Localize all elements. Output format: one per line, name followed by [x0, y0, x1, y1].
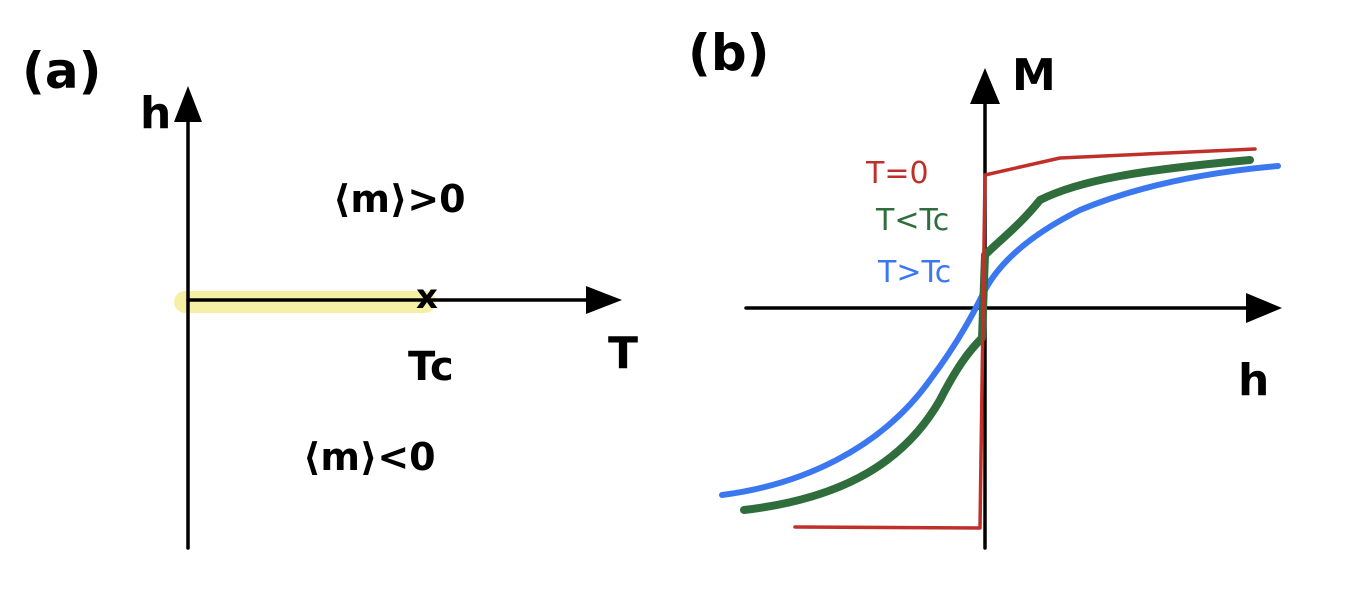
h-axis-b-arrow-icon — [1246, 293, 1282, 323]
panel-b-label: (b) — [688, 24, 770, 82]
t-axis-arrow-icon — [586, 286, 622, 314]
t-axis-label: T — [608, 328, 638, 379]
m-axis-label: M — [1012, 50, 1056, 101]
curve-t-above-tc — [719, 163, 1281, 498]
legend-label-t-below-tc: T<Tc — [875, 203, 949, 238]
legend-label-t-above-tc: T>Tc — [877, 255, 951, 290]
h-axis-label: h — [140, 88, 171, 139]
panel-a-label: (a) — [22, 42, 101, 100]
tc-label: Tc — [408, 344, 454, 390]
region-upper-label: ⟨m⟩>0 — [333, 177, 466, 221]
m-axis-arrow-icon — [970, 68, 1000, 104]
h-axis-arrow-icon — [174, 86, 202, 122]
panel-b: (b) M h T=0 T<Tc T>Tc — [688, 24, 1282, 550]
region-lower-label: ⟨m⟩<0 — [303, 435, 436, 479]
curve-t-below-tc — [740, 156, 1254, 514]
panel-a: (a) h T x Tc ⟨m⟩>0 ⟨m⟩<0 — [22, 42, 638, 550]
critical-point-marker: x — [416, 277, 438, 317]
h-axis-b-label: h — [1238, 355, 1269, 406]
legend: T=0 T<Tc T>Tc — [865, 156, 951, 290]
legend-label-t-zero: T=0 — [865, 156, 929, 191]
curve-t-zero — [793, 147, 1257, 530]
